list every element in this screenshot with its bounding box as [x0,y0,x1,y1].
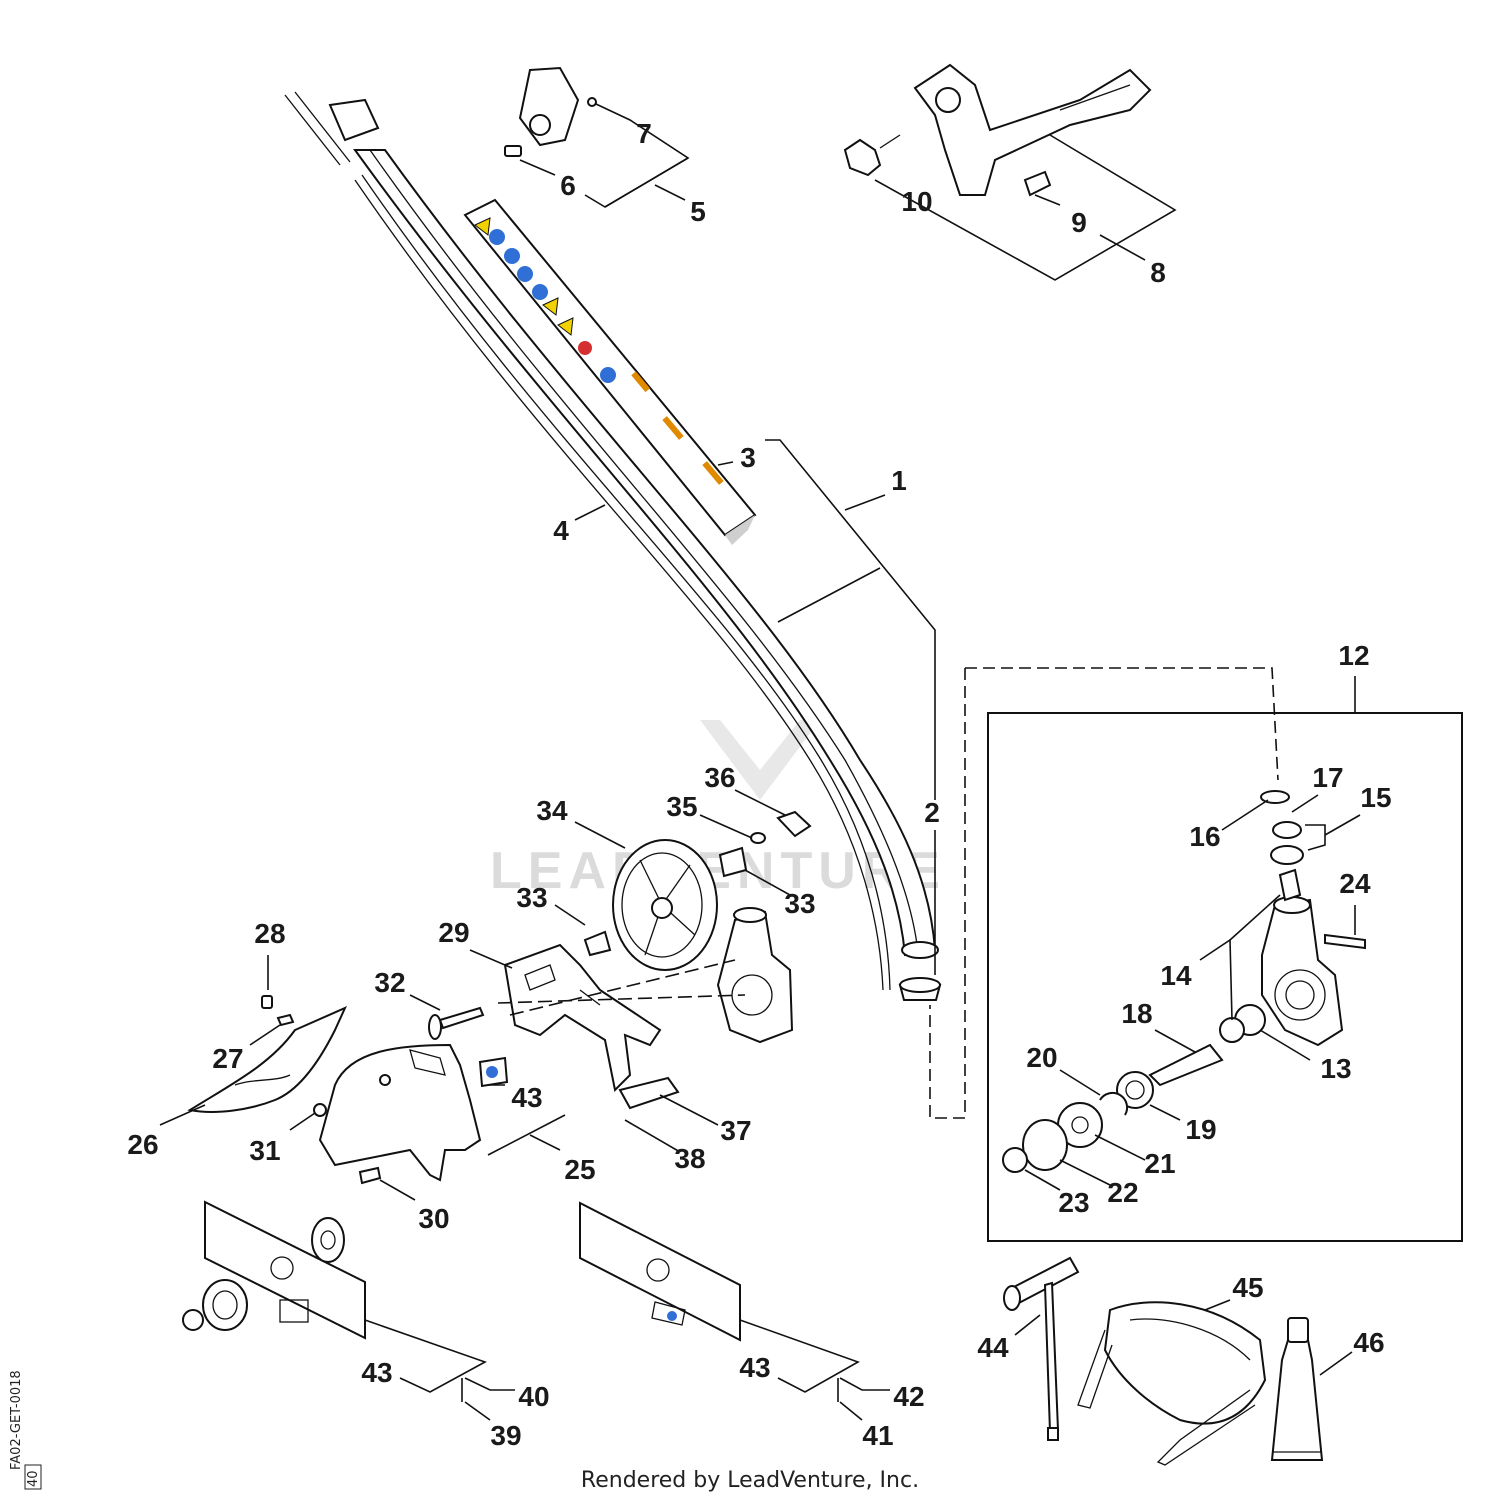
callout-15: 15 [1360,782,1391,813]
callout-31: 31 [249,1135,280,1166]
deflector-shield [187,995,347,1113]
callout-43-right-blade: 43 [739,1352,770,1383]
callout-16: 16 [1189,821,1220,852]
callout-45: 45 [1232,1272,1263,1303]
callout-22: 22 [1107,1177,1138,1208]
flexible-drive-shaft [284,91,891,991]
gear-internals [1002,790,1366,1173]
callout-35: 35 [666,791,697,822]
shaft-clamp [504,66,597,157]
callout-39: 39 [490,1420,521,1451]
callout-26: 26 [127,1129,158,1160]
callout-5: 5 [690,196,706,227]
callout-42: 42 [893,1381,924,1412]
callout-19: 19 [1185,1114,1216,1145]
callout-34: 34 [536,795,568,826]
callout-25: 25 [564,1154,595,1185]
drawing-code: FA02-GET-0018 40 [9,1370,42,1490]
callout-14: 14 [1160,960,1192,991]
callout-41: 41 [862,1420,893,1451]
callout-30: 30 [418,1203,449,1234]
combination-wrench [1003,1256,1080,1441]
callout-13: 13 [1320,1053,1351,1084]
callout-38: 38 [674,1143,705,1174]
grease-tube [1270,1317,1324,1461]
callout-labels: 1 2 3 4 5 6 7 8 9 10 12 13 14 15 16 17 1… [127,118,1391,1451]
edger-blade-right [579,1201,741,1342]
callout-32: 32 [374,967,405,998]
callout-37: 37 [720,1115,751,1146]
callout-4: 4 [553,515,569,546]
callout-21: 21 [1144,1148,1175,1179]
callout-46: 46 [1353,1327,1384,1358]
callout-27: 27 [212,1043,243,1074]
gear-housing [1261,896,1344,1047]
mounting-bracket [503,943,680,1110]
edger-bearing-housing [716,907,794,1044]
callout-9: 9 [1071,207,1087,238]
callout-17: 17 [1312,762,1343,793]
sheet-number: 40 [26,1470,41,1487]
callout-29: 29 [438,917,469,948]
callout-20: 20 [1026,1042,1057,1073]
callout-36: 36 [704,762,735,793]
carriage-bolt [428,1006,485,1040]
blade-guard [313,1043,509,1185]
edger-blade-left [182,1200,366,1340]
safety-glasses [1077,1301,1267,1466]
callout-33-left: 33 [516,882,547,913]
callout-40: 40 [518,1381,549,1412]
callout-6: 6 [560,170,576,201]
callout-43-left-blade: 43 [361,1357,392,1388]
bike-handle [843,63,1152,197]
callout-28: 28 [254,918,285,949]
callout-33-right: 33 [784,888,815,919]
drawing-code-text: FA02-GET-0018 [9,1370,24,1470]
callout-24: 24 [1339,868,1371,899]
callout-8: 8 [1150,257,1166,288]
callout-2: 2 [924,797,940,828]
footer-credit: Rendered by LeadVenture, Inc. [581,1468,919,1493]
callout-3: 3 [740,442,756,473]
callout-23: 23 [1058,1187,1089,1218]
warning-label-strip [463,198,757,545]
callout-18: 18 [1121,998,1152,1029]
gear-head-assembly-box [987,712,1463,1242]
callout-43-guard: 43 [511,1082,542,1113]
callout-10: 10 [901,186,932,217]
callout-1: 1 [891,465,907,496]
callout-7: 7 [636,118,652,149]
callout-44: 44 [977,1332,1009,1363]
callout-12: 12 [1338,640,1369,671]
